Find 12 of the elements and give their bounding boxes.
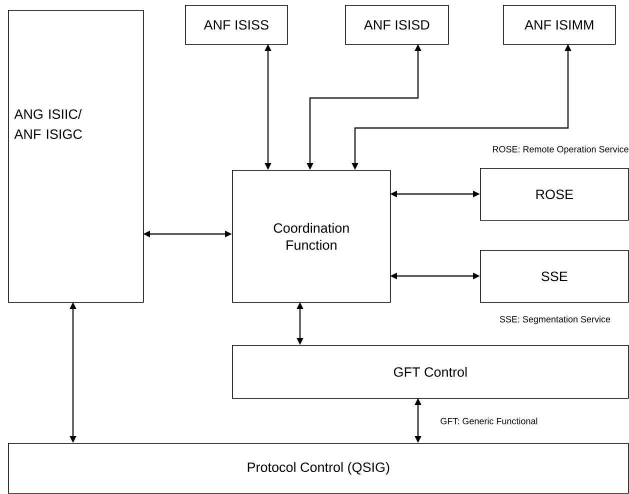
block: ANG ISIIC/ ANF ISIGC [8,10,144,303]
process-box: ANF ISISD [345,5,449,45]
process-box: ANF ISIMM [503,5,616,45]
process-box: ROSE [480,168,629,221]
note: ROSE: Remote Operation Service [492,146,628,154]
process-box: GFT Control [232,345,629,399]
process-box: SSE [480,250,629,303]
process-box: Protocol Control (QSIG) [8,443,629,494]
note: SSE: Segmentation Service [500,316,610,324]
note: GFT: Generic Functional [440,418,538,424]
function-box: Coordination Function [232,170,391,303]
process-box: ANF ISISS [185,5,288,45]
